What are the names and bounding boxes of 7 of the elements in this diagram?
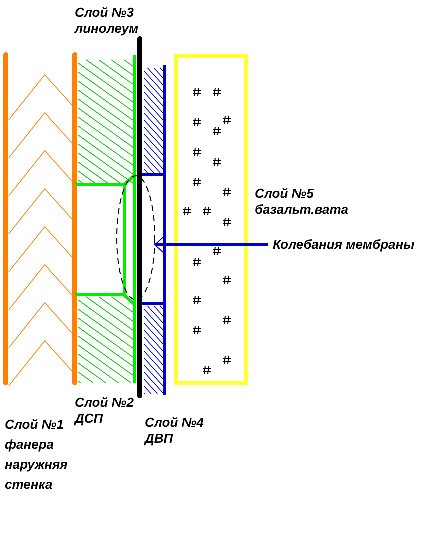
layer-label: Слой №4 ДВП — [145, 415, 205, 447]
callout-text: Колебания мембраны — [273, 237, 415, 253]
layer-label: Слой №3 линолеум — [75, 5, 140, 37]
layer-label: Слой №1 фанера наружняя стенка — [5, 416, 69, 494]
arrow — [154, 236, 268, 254]
membrane-outline — [116, 176, 156, 300]
layer-label: Слой №2 ДСП — [75, 395, 135, 427]
